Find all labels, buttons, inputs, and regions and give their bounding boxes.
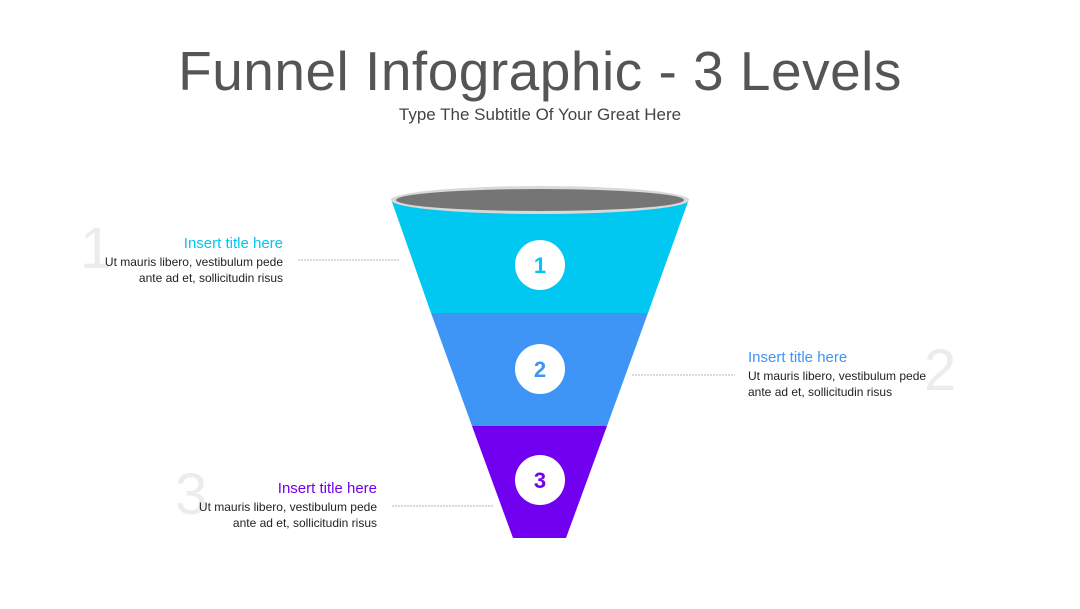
level-2-desc-line2: ante ad et, sollicitudin risus (748, 385, 893, 399)
level-1-desc-line2: ante ad et, sollicitudin risus (138, 271, 283, 285)
level-3-circle (515, 455, 565, 505)
level-3-desc-line2: ante ad et, sollicitudin risus (232, 516, 377, 530)
level-1-number: 1 (534, 253, 546, 278)
level-3-label: Insert title here Ut mauris libero, vest… (117, 480, 377, 531)
page-title: Funnel Infographic - 3 Levels (178, 40, 902, 102)
level-1-circle (515, 240, 565, 290)
level-1-desc-line1: Ut mauris libero, vestibulum pede (104, 255, 283, 269)
level-3-title: Insert title here (277, 480, 377, 497)
level-3-desc-line1: Ut mauris libero, vestibulum pede (198, 500, 377, 514)
level-2-background-number: 2 (924, 338, 957, 403)
level-1-background-number: 1 (80, 216, 113, 281)
level-2-title: Insert title here (748, 349, 848, 366)
level-2-circle (515, 344, 565, 394)
level-1-title: Insert title here (183, 235, 283, 252)
level-3-background-number: 3 (175, 462, 208, 527)
page-subtitle: Type The Subtitle Of Your Great Here (398, 105, 682, 124)
level-2-label: Insert title here Ut mauris libero, vest… (748, 349, 1008, 400)
level-2-number: 2 (534, 357, 546, 382)
funnel-rim (396, 189, 684, 211)
level-1-label: Insert title here Ut mauris libero, vest… (23, 235, 283, 286)
level-2-desc-line1: Ut mauris libero, vestibulum pede (748, 369, 927, 383)
level-3-number: 3 (534, 468, 546, 493)
